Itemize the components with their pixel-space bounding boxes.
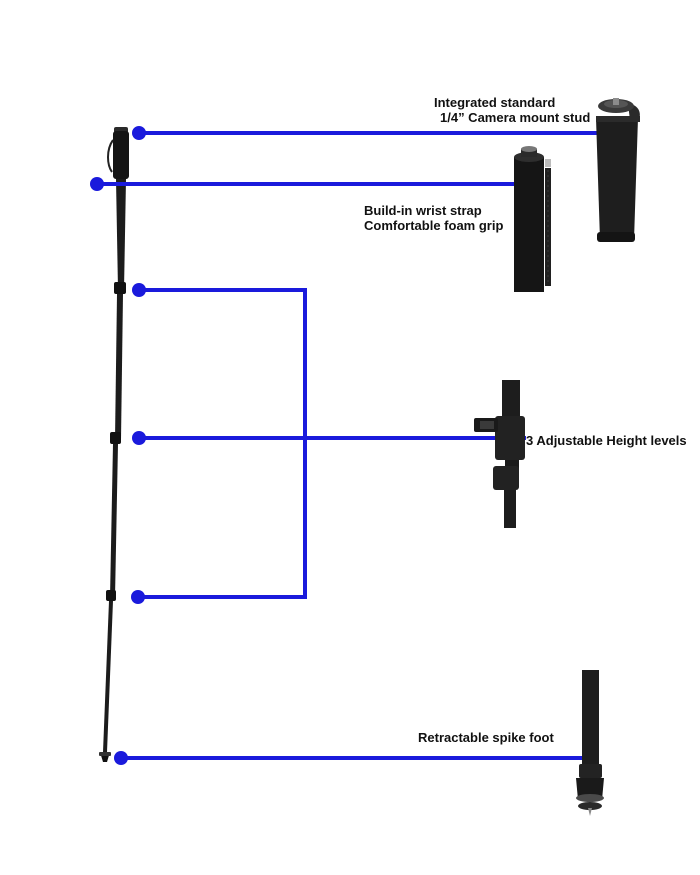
callout-camera-mount: Integrated standard 1/4” Camera mount st… bbox=[434, 95, 590, 125]
connector-dot-lock-2 bbox=[132, 431, 146, 445]
camera-mount-stud-closeup bbox=[596, 98, 640, 242]
connector-dot-spike bbox=[114, 751, 128, 765]
callout-grip-line2: Comfortable foam grip bbox=[364, 218, 504, 233]
leg-lock-closeup bbox=[474, 380, 525, 528]
callout-mount-line2: 1/4” Camera mount stud bbox=[440, 110, 591, 125]
callout-grip-line1: Build-in wrist strap bbox=[364, 203, 482, 218]
connector-dot-lock-1 bbox=[132, 283, 146, 297]
connector-dot-lock-3 bbox=[131, 590, 145, 604]
monopod-full-view bbox=[99, 127, 129, 762]
callout-foam-grip: Build-in wrist strap Comfortable foam gr… bbox=[364, 203, 503, 233]
connector-dots bbox=[90, 126, 146, 765]
connector-dot-grip bbox=[90, 177, 104, 191]
connector-height-bracket bbox=[138, 288, 307, 599]
callout-spike-foot: Retractable spike foot bbox=[418, 730, 554, 745]
callout-mount-line1: Integrated standard bbox=[434, 95, 556, 110]
callout-spike-text: Retractable spike foot bbox=[418, 730, 554, 745]
callout-height-levels: 3 Adjustable Height levels bbox=[526, 433, 687, 448]
foam-grip-wrist-strap-closeup bbox=[514, 146, 551, 292]
connector-lines bbox=[97, 131, 598, 760]
connector-dot-mount bbox=[132, 126, 146, 140]
callout-height-text: 3 Adjustable Height levels bbox=[526, 433, 687, 448]
spike-foot-closeup bbox=[576, 670, 604, 816]
